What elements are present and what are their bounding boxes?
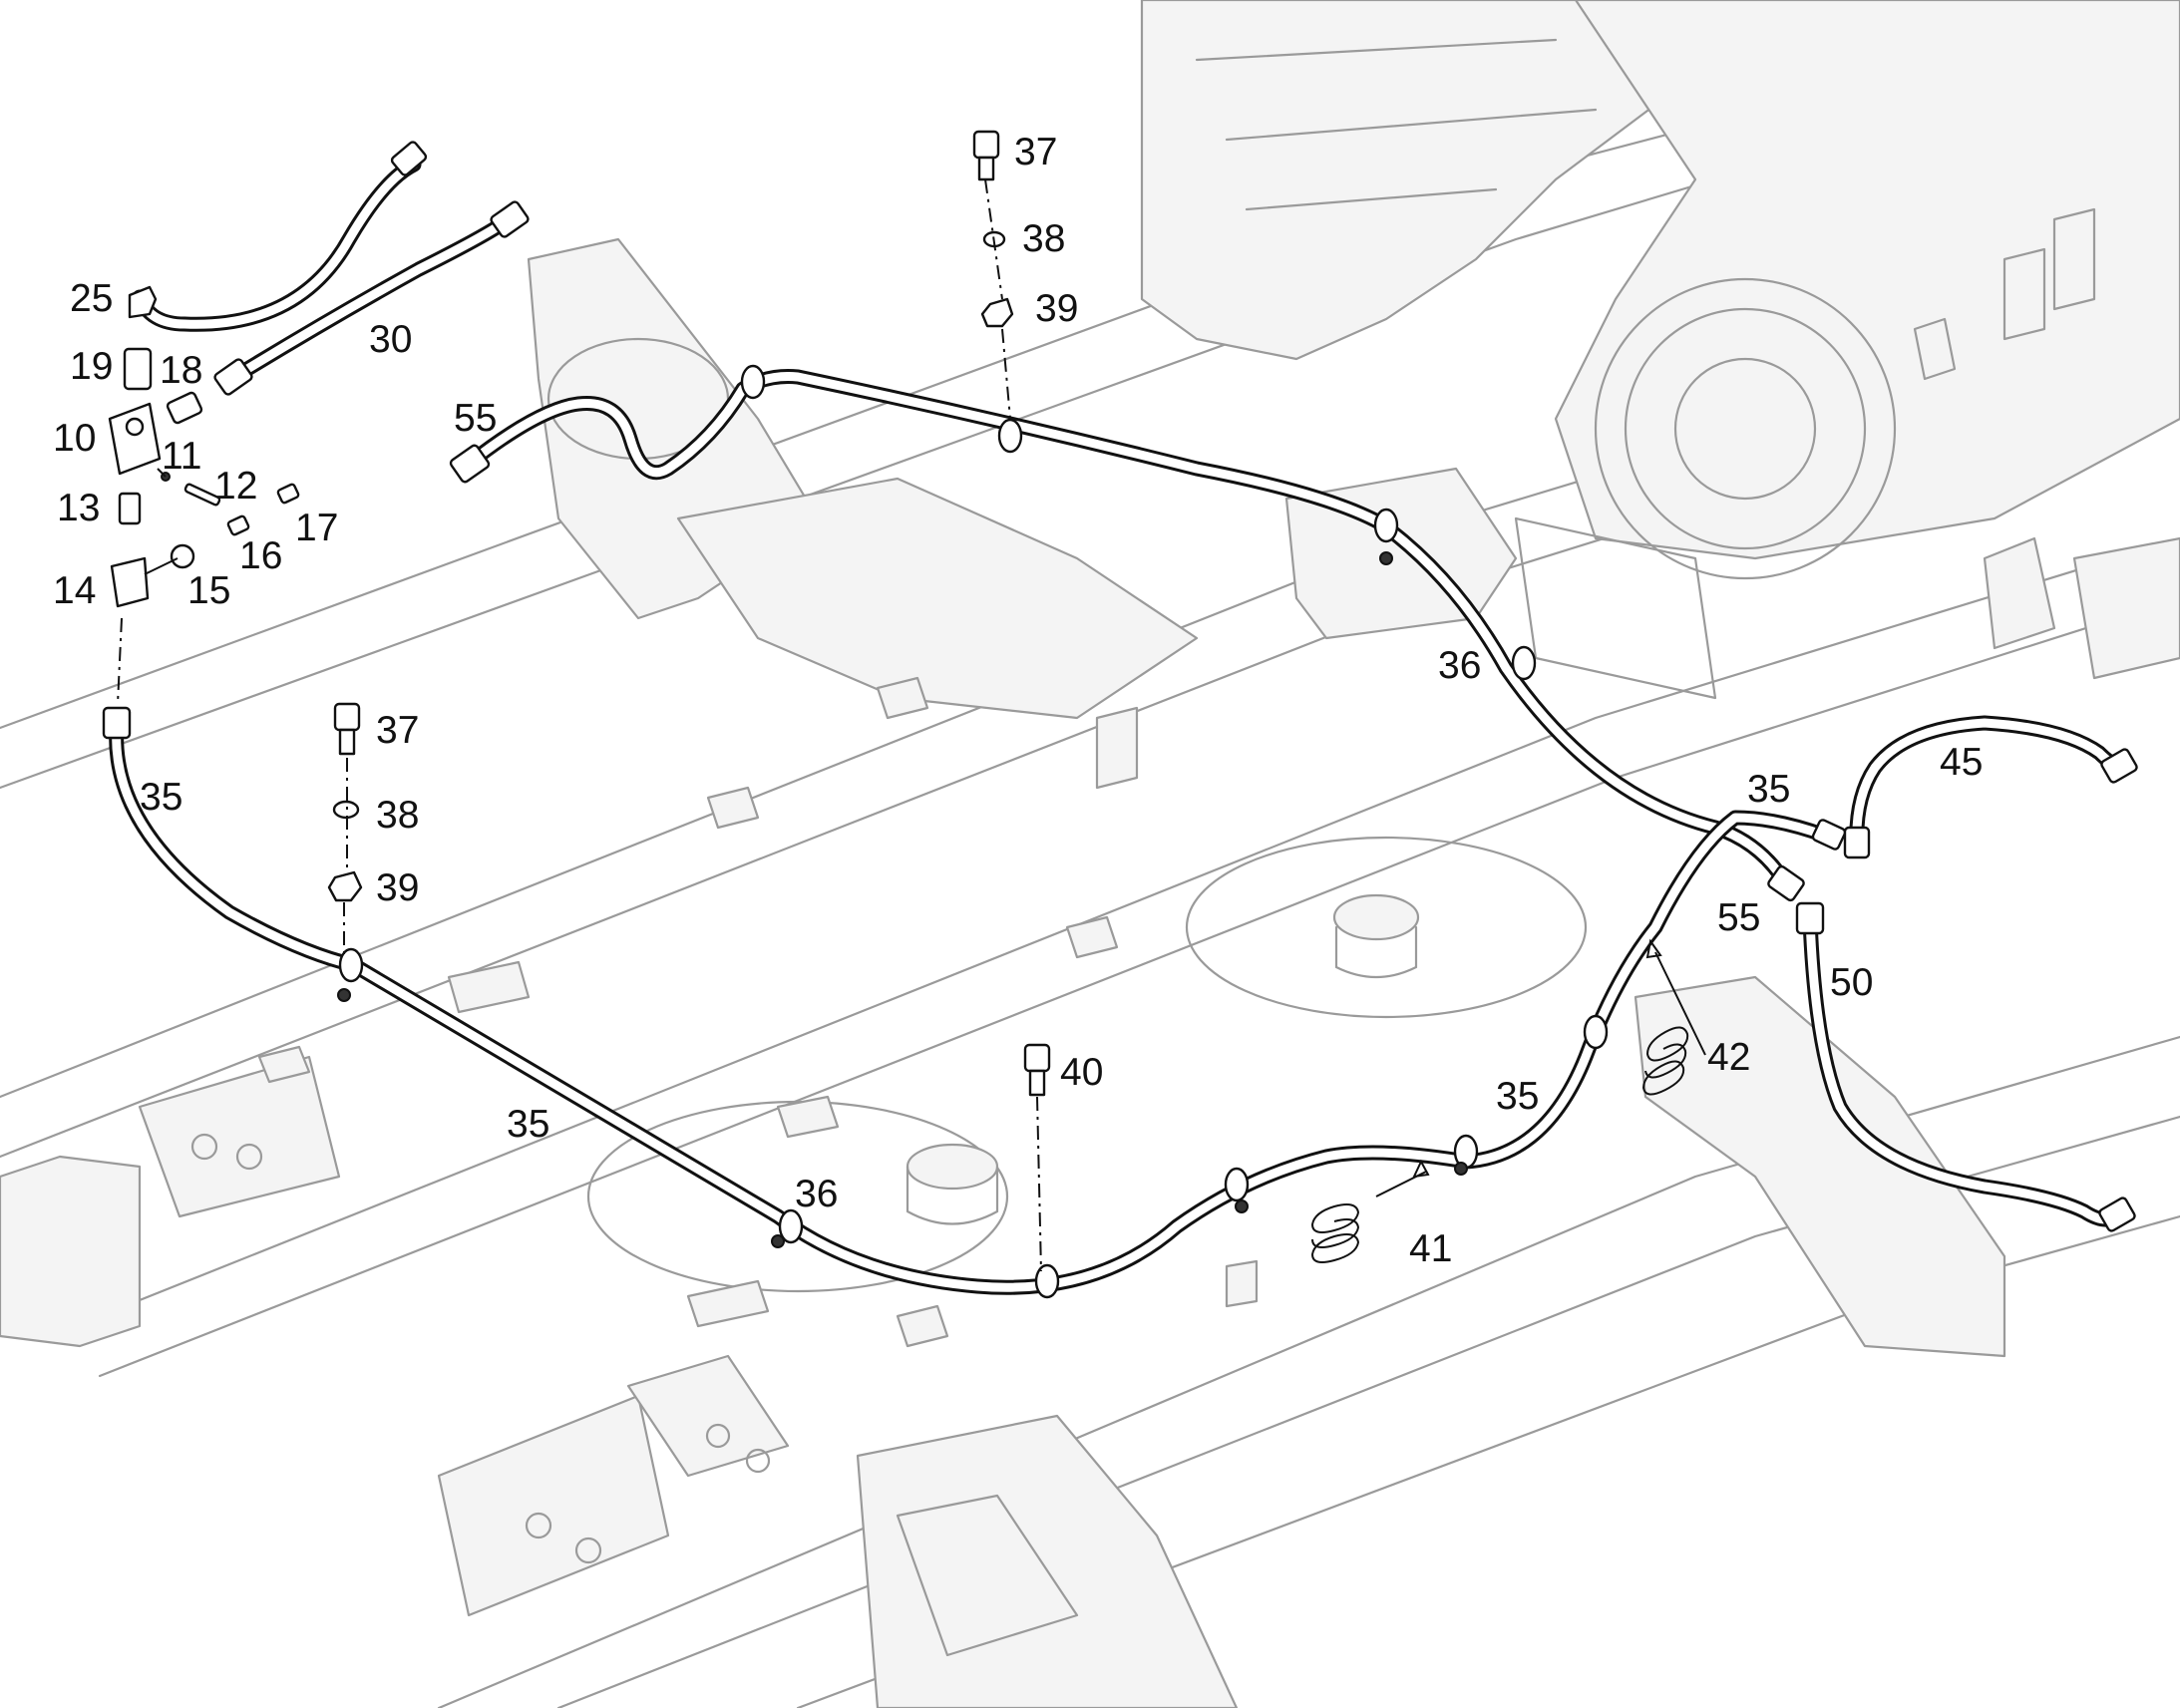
callout-10: 10 xyxy=(53,417,96,460)
callout-38-left: 38 xyxy=(376,794,419,837)
spring-42 xyxy=(1641,1026,1689,1096)
callout-50: 50 xyxy=(1830,961,1873,1004)
callout-12: 12 xyxy=(214,465,257,508)
callout-37-left: 37 xyxy=(376,709,419,752)
callout-19: 19 xyxy=(70,345,113,388)
callout-18: 18 xyxy=(160,349,202,392)
callout-42: 42 xyxy=(1707,1036,1750,1079)
callout-11: 11 xyxy=(162,435,202,478)
callout-39-top: 39 xyxy=(1035,287,1078,330)
callout-13: 13 xyxy=(57,487,100,529)
callout-40: 40 xyxy=(1060,1051,1103,1094)
callout-35-left: 35 xyxy=(140,776,182,819)
callout-30: 30 xyxy=(369,318,412,361)
callout-39-left: 39 xyxy=(376,866,419,909)
callout-14: 14 xyxy=(53,569,96,612)
callout-35-lower: 35 xyxy=(1496,1075,1539,1118)
callout-labels: 25 19 18 30 10 11 12 13 14 15 16 17 55 3… xyxy=(53,131,1983,1270)
callout-36-bottom: 36 xyxy=(795,1173,838,1215)
callout-17: 17 xyxy=(295,507,338,549)
callout-37-top: 37 xyxy=(1014,131,1057,173)
leader-lines xyxy=(117,178,1706,1272)
callout-35-right: 35 xyxy=(1747,768,1790,811)
callout-35-center: 35 xyxy=(507,1103,549,1146)
callout-16: 16 xyxy=(239,534,282,577)
callout-15: 15 xyxy=(187,569,230,612)
callout-45: 45 xyxy=(1940,741,1983,784)
callout-25: 25 xyxy=(70,277,113,320)
callout-55-right: 55 xyxy=(1717,896,1760,939)
spring-41 xyxy=(1310,1203,1360,1263)
callout-38-top: 38 xyxy=(1022,217,1065,260)
callout-41: 41 xyxy=(1409,1227,1452,1270)
callout-55-top: 55 xyxy=(454,397,497,440)
callout-36-right: 36 xyxy=(1438,644,1481,687)
hoses xyxy=(109,157,2127,1295)
